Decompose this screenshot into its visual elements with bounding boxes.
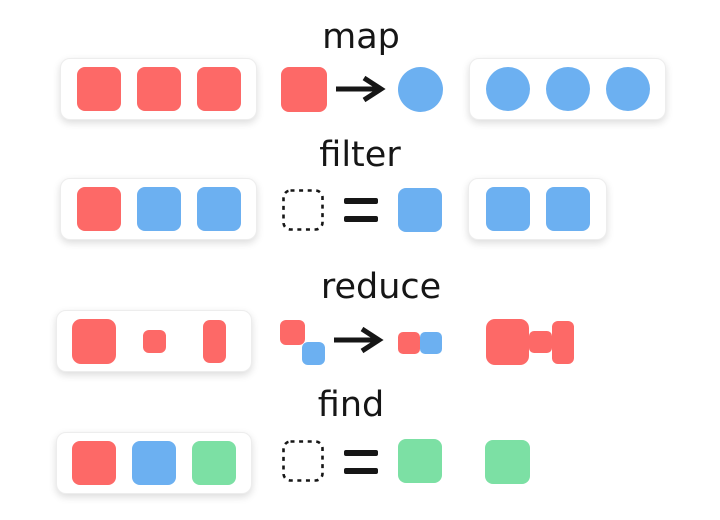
tray-slot bbox=[184, 319, 244, 363]
tray-slot bbox=[69, 187, 129, 231]
blue-circle bbox=[605, 67, 650, 111]
map-callback-output bbox=[398, 67, 443, 112]
reduce-merged-result bbox=[486, 319, 574, 365]
blue-circle bbox=[398, 67, 443, 112]
tray-slot bbox=[538, 67, 598, 111]
red-square bbox=[76, 187, 121, 231]
map-callback-input bbox=[281, 67, 327, 112]
blue-square bbox=[545, 187, 590, 231]
find-predicate-slot bbox=[282, 440, 324, 482]
row-title-find: find bbox=[317, 385, 385, 425]
empty-dashed-square bbox=[282, 189, 324, 231]
tray-slot bbox=[478, 187, 538, 231]
tray-slot bbox=[64, 441, 124, 485]
find-predicate-match bbox=[398, 439, 442, 483]
small-blue-square bbox=[302, 342, 325, 365]
arrow-icon bbox=[336, 75, 386, 103]
large-red-square bbox=[486, 319, 529, 365]
small-blue-square bbox=[420, 332, 442, 354]
blue-square bbox=[398, 188, 442, 232]
arrow-icon bbox=[334, 326, 384, 354]
red-square bbox=[196, 67, 241, 111]
large-red-square bbox=[72, 318, 116, 364]
tray-slot bbox=[129, 187, 189, 231]
blue-circle bbox=[485, 67, 530, 111]
green-square bbox=[485, 440, 530, 484]
tray-slot bbox=[124, 441, 184, 485]
filter-input-array bbox=[60, 178, 257, 240]
tray-slot bbox=[189, 187, 249, 231]
tray-slot bbox=[129, 67, 189, 111]
row-title-filter: filter bbox=[319, 135, 401, 175]
empty-dashed-square bbox=[282, 440, 324, 482]
red-square bbox=[281, 67, 327, 112]
reduce-input-array bbox=[56, 310, 252, 372]
red-connector bbox=[529, 331, 552, 353]
small-red-square bbox=[142, 329, 166, 353]
small-red-square bbox=[398, 332, 420, 354]
map-output-array bbox=[469, 58, 666, 120]
blue-square bbox=[485, 187, 530, 231]
filter-predicate-slot bbox=[282, 189, 324, 231]
map-input-array bbox=[60, 58, 257, 120]
blue-square bbox=[196, 187, 241, 231]
tray-slot bbox=[184, 441, 244, 485]
blue-square bbox=[132, 441, 176, 485]
reduce-accumulator-pair bbox=[280, 320, 325, 365]
red-square bbox=[136, 67, 181, 111]
tray-slot bbox=[478, 67, 538, 111]
green-square bbox=[398, 439, 442, 483]
green-square bbox=[192, 441, 236, 485]
tray-slot bbox=[538, 187, 598, 231]
find-input-array bbox=[56, 432, 252, 494]
tray-slot bbox=[124, 329, 184, 353]
red-square bbox=[72, 441, 116, 485]
small-red-square bbox=[280, 320, 305, 345]
equals-icon bbox=[344, 450, 378, 474]
tall-red-rect bbox=[552, 320, 574, 364]
blue-square bbox=[136, 187, 181, 231]
reduce-combined-pair bbox=[398, 332, 442, 354]
filter-output-array bbox=[468, 178, 607, 240]
row-title-map: map bbox=[322, 17, 400, 57]
equals-icon bbox=[344, 198, 378, 222]
tray-slot bbox=[64, 318, 124, 364]
find-result-item bbox=[485, 440, 530, 484]
row-title-reduce: reduce bbox=[320, 267, 442, 307]
tall-red-rect bbox=[202, 319, 226, 363]
tray-slot bbox=[598, 67, 658, 111]
red-square bbox=[76, 67, 121, 111]
blue-circle bbox=[545, 67, 590, 111]
tray-slot bbox=[189, 67, 249, 111]
filter-predicate-match bbox=[398, 188, 442, 232]
tray-slot bbox=[69, 67, 129, 111]
